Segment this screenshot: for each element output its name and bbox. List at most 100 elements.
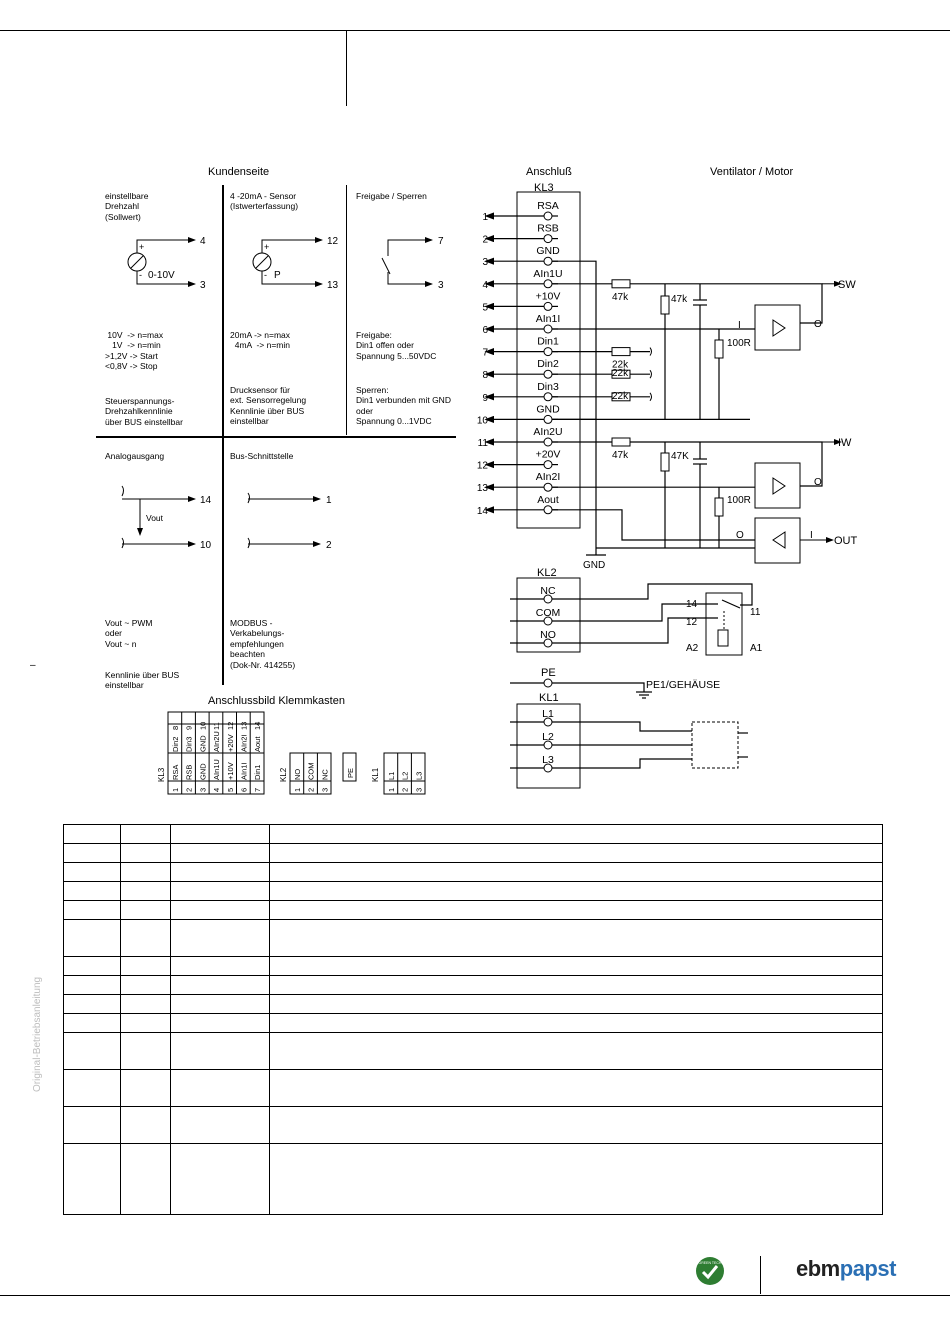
table-cell [170,994,270,1014]
pin-terminal [543,392,553,402]
kl3-bottom-name: RSA [171,765,180,780]
kl1-num: 2 [401,788,410,792]
amp2-triangle [772,477,786,495]
table-row [63,956,884,976]
table-cell [63,1143,121,1215]
kl3-bottom-num: 6 [240,788,249,792]
kl3-bottom-num: 1 [171,788,180,792]
table-row [63,1032,884,1070]
table-row [63,824,884,844]
iw-line [630,441,823,487]
terminal-3b-label: 3 [438,280,444,291]
table-row [63,1013,884,1033]
table-cell [119,1032,172,1070]
greentech-badge: GREEN TECH [696,1257,724,1285]
table-cell [268,862,884,882]
pin-name: RSB [537,223,559,235]
amp1-triangle [772,319,786,337]
connection-schematic: KL3RSA1RSB2GND3AIn1U4+10V5AIn1I6Din17Din… [477,182,858,789]
customer-divider-v1 [222,185,224,685]
table-cell [119,956,172,976]
pin-name: Din2 [537,358,559,370]
kl1-block-label: KL1 [539,692,559,704]
resistor-47K-v [660,452,670,472]
terminal-13-label: 13 [327,280,339,291]
pin-number: 6 [482,325,488,336]
kl3-box-label: KL3 [157,767,166,782]
table-cell [170,1069,270,1107]
kl3-bottom-name: AIn1U [212,759,221,780]
r-22k-label: 22k [612,360,629,371]
pin-number: 4 [482,280,488,291]
pin-number: 13 [477,483,489,494]
table-cell [63,843,121,863]
iw-label: IW [838,437,852,449]
terminal-box-diagram: KL38Din2RSA19Din3RSB210GNDGND311AIn2UAIn… [157,711,426,795]
pin-terminal [543,460,553,470]
kl2-pin-name: NO [540,629,556,641]
table-cell [63,975,121,995]
table-cell [119,900,172,920]
kl3-top-num: 13 [240,722,249,730]
pin-terminal [543,256,553,266]
sw-label: SW [838,279,856,291]
table-cell [119,1143,172,1215]
table-cell [63,994,121,1014]
pin-name: AIn2I [536,471,561,483]
pin-name: Aout [537,494,559,506]
relay-coil [717,629,729,647]
table-cell [170,975,270,995]
table-cell [119,824,172,844]
terminal-14-label: 14 [200,495,212,506]
enable-switch-symbol [381,237,433,287]
table-cell [268,1032,884,1070]
pin-terminal [543,279,553,289]
table-cell [170,956,270,976]
kl1-name: L3 [414,772,423,780]
kl3-bottom-name: GND [198,763,207,780]
out-label: OUT [834,535,858,547]
resistor-47k-2 [611,437,631,447]
kl2-name: COM [307,763,316,781]
pin-number: 7 [482,348,488,359]
table-row [63,994,884,1014]
connection-heading: Anschluß [526,166,572,178]
table-cell [63,824,121,844]
relay-no [552,617,718,644]
customer-col1-bottom-top: Analogausgang [105,451,165,461]
kl3-bottom-name: AIn1I [240,762,249,780]
pin-name: RSA [537,200,559,212]
motor-heading: Ventilator / Motor [710,166,794,178]
table-cell [63,1013,121,1033]
amp2-out-label: O [814,477,822,488]
aout-line [552,509,755,541]
table-cell [119,1013,172,1033]
customer-col1-bottom-low: Vout ~ PWM oder Vout ~ n Kennlinie über … [105,618,180,691]
pin-name: Din3 [537,381,559,393]
customer-col3-top: Freigabe / Sperren [356,191,427,201]
kl2-terminal [543,638,553,648]
pin-name: +10V [536,290,561,302]
table-cell [63,919,121,957]
kl3-bottom-num: 5 [226,788,235,792]
gnd-rail [552,260,597,555]
pin-number: 8 [482,370,488,381]
table-row [63,1106,884,1144]
table-cell [268,919,884,957]
table-cell [268,1013,884,1033]
kl2-num: 1 [293,788,302,792]
pin-name: GND [536,403,560,415]
rectifier-box [691,721,739,769]
customer-heading: Kundenseite [208,166,270,178]
customer-divider-h [96,436,456,438]
pin-terminal [543,482,553,492]
kl3-bottom-num: 4 [212,788,221,792]
table-cell [268,1143,884,1215]
pin-name: AIn1I [536,313,561,325]
table-cell [119,881,172,901]
kl2-name: NC [320,769,329,780]
analog-output-symbol [121,485,196,549]
kl2-num: 3 [320,788,329,792]
kl1-pin-name: L2 [542,731,554,743]
amp1-box [754,304,801,351]
